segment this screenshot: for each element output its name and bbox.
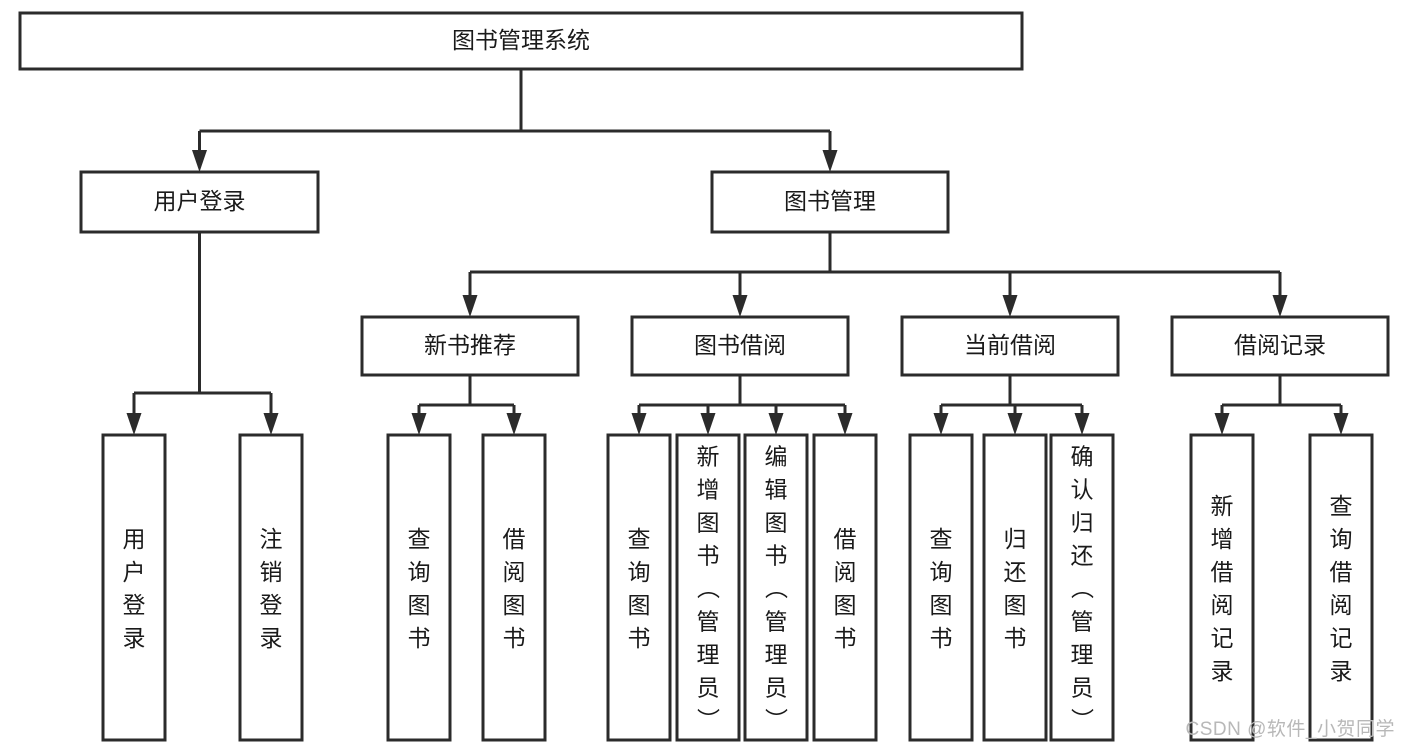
node-box-book-borrow xyxy=(630,315,850,377)
node-box-leaf-query-book-1 xyxy=(386,433,452,742)
node-leaf-logout[interactable]: 注销登录 xyxy=(238,433,304,742)
book-manage-branch-to-current-borrow-arrowhead xyxy=(1002,295,1018,317)
node-label-new-book-rec: 新书推荐 xyxy=(424,332,516,358)
node-box-leaf-query-book-3 xyxy=(908,433,974,742)
book-manage-branch-to-borrow-record-arrowhead xyxy=(1272,295,1288,317)
node-label-borrow-record: 借阅记录 xyxy=(1234,332,1326,358)
node-leaf-add-record[interactable]: 新增借阅记录 xyxy=(1189,433,1255,742)
watermark-text: CSDN @软件_小贺同学 xyxy=(1185,719,1395,740)
node-box-leaf-user-login xyxy=(101,433,167,742)
node-book-borrow[interactable]: 图书借阅 xyxy=(630,315,850,377)
node-box-leaf-edit-book xyxy=(743,433,809,742)
root-branch-to-book-manage-arrowhead xyxy=(822,150,838,172)
book-manage-branch-to-new-book-rec-arrowhead xyxy=(462,295,478,317)
node-label-leaf-logout: 注销登录 xyxy=(260,526,283,651)
node-label-leaf-borrow-book-1: 借阅图书 xyxy=(503,526,526,651)
node-label-leaf-query-book-2: 查询图书 xyxy=(628,526,651,651)
book-borrow-branch-to-leaf-add-book-arrowhead xyxy=(700,413,716,435)
current-borrow-branch-to-leaf-return-book-arrowhead xyxy=(1007,413,1023,435)
node-leaf-query-book-1[interactable]: 查询图书 xyxy=(386,433,452,742)
node-current-borrow[interactable]: 当前借阅 xyxy=(900,315,1120,377)
node-borrow-record[interactable]: 借阅记录 xyxy=(1170,315,1390,377)
current-borrow-branch-to-leaf-query-book-3-arrowhead xyxy=(933,413,949,435)
node-leaf-edit-book[interactable]: 编辑图书（管理员） xyxy=(743,433,809,742)
root-branch-to-user-login-arrowhead xyxy=(192,150,207,172)
node-leaf-query-record[interactable]: 查询借阅记录 xyxy=(1308,433,1374,742)
current-borrow-branch-to-leaf-confirm-return-arrowhead xyxy=(1074,413,1090,435)
node-label-leaf-return-book: 归还图书 xyxy=(1004,526,1027,651)
node-label-leaf-query-record: 查询借阅记录 xyxy=(1330,493,1353,684)
book-borrow-branch-to-leaf-edit-book-arrowhead xyxy=(768,413,784,435)
node-label-leaf-borrow-book-2: 借阅图书 xyxy=(834,526,857,651)
node-leaf-query-book-2[interactable]: 查询图书 xyxy=(606,433,672,742)
user-login-branch-to-leaf-logout-arrowhead xyxy=(263,413,279,435)
node-label-leaf-add-record: 新增借阅记录 xyxy=(1211,493,1234,684)
new-book-rec-branch-to-leaf-query-book-1-arrowhead xyxy=(411,413,427,435)
node-box-book-manage xyxy=(710,170,950,234)
node-box-current-borrow xyxy=(900,315,1120,377)
node-box-leaf-query-book-2 xyxy=(606,433,672,742)
user-login-branch-to-leaf-user-login-arrowhead xyxy=(126,413,142,435)
node-label-leaf-edit-book: 编辑图书（管理员） xyxy=(765,444,789,734)
node-leaf-query-book-3[interactable]: 查询图书 xyxy=(908,433,974,742)
node-label-current-borrow: 当前借阅 xyxy=(964,332,1056,358)
node-user-login[interactable]: 用户登录 xyxy=(79,170,320,234)
node-box-new-book-rec xyxy=(360,315,580,377)
node-label-leaf-add-book: 新增图书（管理员） xyxy=(697,444,721,734)
node-leaf-borrow-book-1[interactable]: 借阅图书 xyxy=(481,433,547,742)
node-leaf-confirm-return[interactable]: 确认归还（管理员） xyxy=(1049,433,1115,742)
node-label-leaf-confirm-return: 确认归还（管理员） xyxy=(1071,444,1095,734)
node-box-root xyxy=(18,11,1024,71)
node-leaf-user-login[interactable]: 用户登录 xyxy=(101,433,167,742)
node-box-leaf-query-record xyxy=(1308,433,1374,742)
borrow-record-branch-to-leaf-add-record-arrowhead xyxy=(1214,413,1230,435)
node-leaf-add-book[interactable]: 新增图书（管理员） xyxy=(675,433,741,742)
book-borrow-branch-to-leaf-query-book-2-arrowhead xyxy=(631,413,647,435)
node-box-leaf-confirm-return xyxy=(1049,433,1115,742)
node-box-leaf-logout xyxy=(238,433,304,742)
node-box-leaf-add-record xyxy=(1189,433,1255,742)
node-label-book-manage: 图书管理 xyxy=(784,188,876,214)
node-box-leaf-return-book xyxy=(982,433,1048,742)
node-box-borrow-record xyxy=(1170,315,1390,377)
node-box-leaf-borrow-book-1 xyxy=(481,433,547,742)
node-label-book-borrow: 图书借阅 xyxy=(694,332,786,358)
node-leaf-return-book[interactable]: 归还图书 xyxy=(982,433,1048,742)
node-root[interactable]: 图书管理系统 xyxy=(18,11,1024,71)
node-label-root: 图书管理系统 xyxy=(452,27,590,53)
node-new-book-rec[interactable]: 新书推荐 xyxy=(360,315,580,377)
node-label-leaf-query-book-1: 查询图书 xyxy=(408,526,431,651)
node-label-leaf-query-book-3: 查询图书 xyxy=(930,526,953,651)
node-layer: 图书管理系统用户登录图书管理新书推荐图书借阅当前借阅借阅记录用户登录注销登录查询… xyxy=(18,11,1390,742)
book-borrow-branch-to-leaf-borrow-book-2-arrowhead xyxy=(837,413,853,435)
node-box-user-login xyxy=(79,170,320,234)
connector-layer xyxy=(126,69,1349,435)
borrow-record-branch-to-leaf-query-record-arrowhead xyxy=(1333,413,1349,435)
node-book-manage[interactable]: 图书管理 xyxy=(710,170,950,234)
node-label-leaf-user-login: 用户登录 xyxy=(123,526,146,651)
node-box-leaf-add-book xyxy=(675,433,741,742)
new-book-rec-branch-to-leaf-borrow-book-1-arrowhead xyxy=(506,413,522,435)
book-manage-branch-to-book-borrow-arrowhead xyxy=(732,295,748,317)
node-leaf-borrow-book-2[interactable]: 借阅图书 xyxy=(812,433,878,742)
node-label-user-login: 用户登录 xyxy=(154,188,246,214)
node-box-leaf-borrow-book-2 xyxy=(812,433,878,742)
